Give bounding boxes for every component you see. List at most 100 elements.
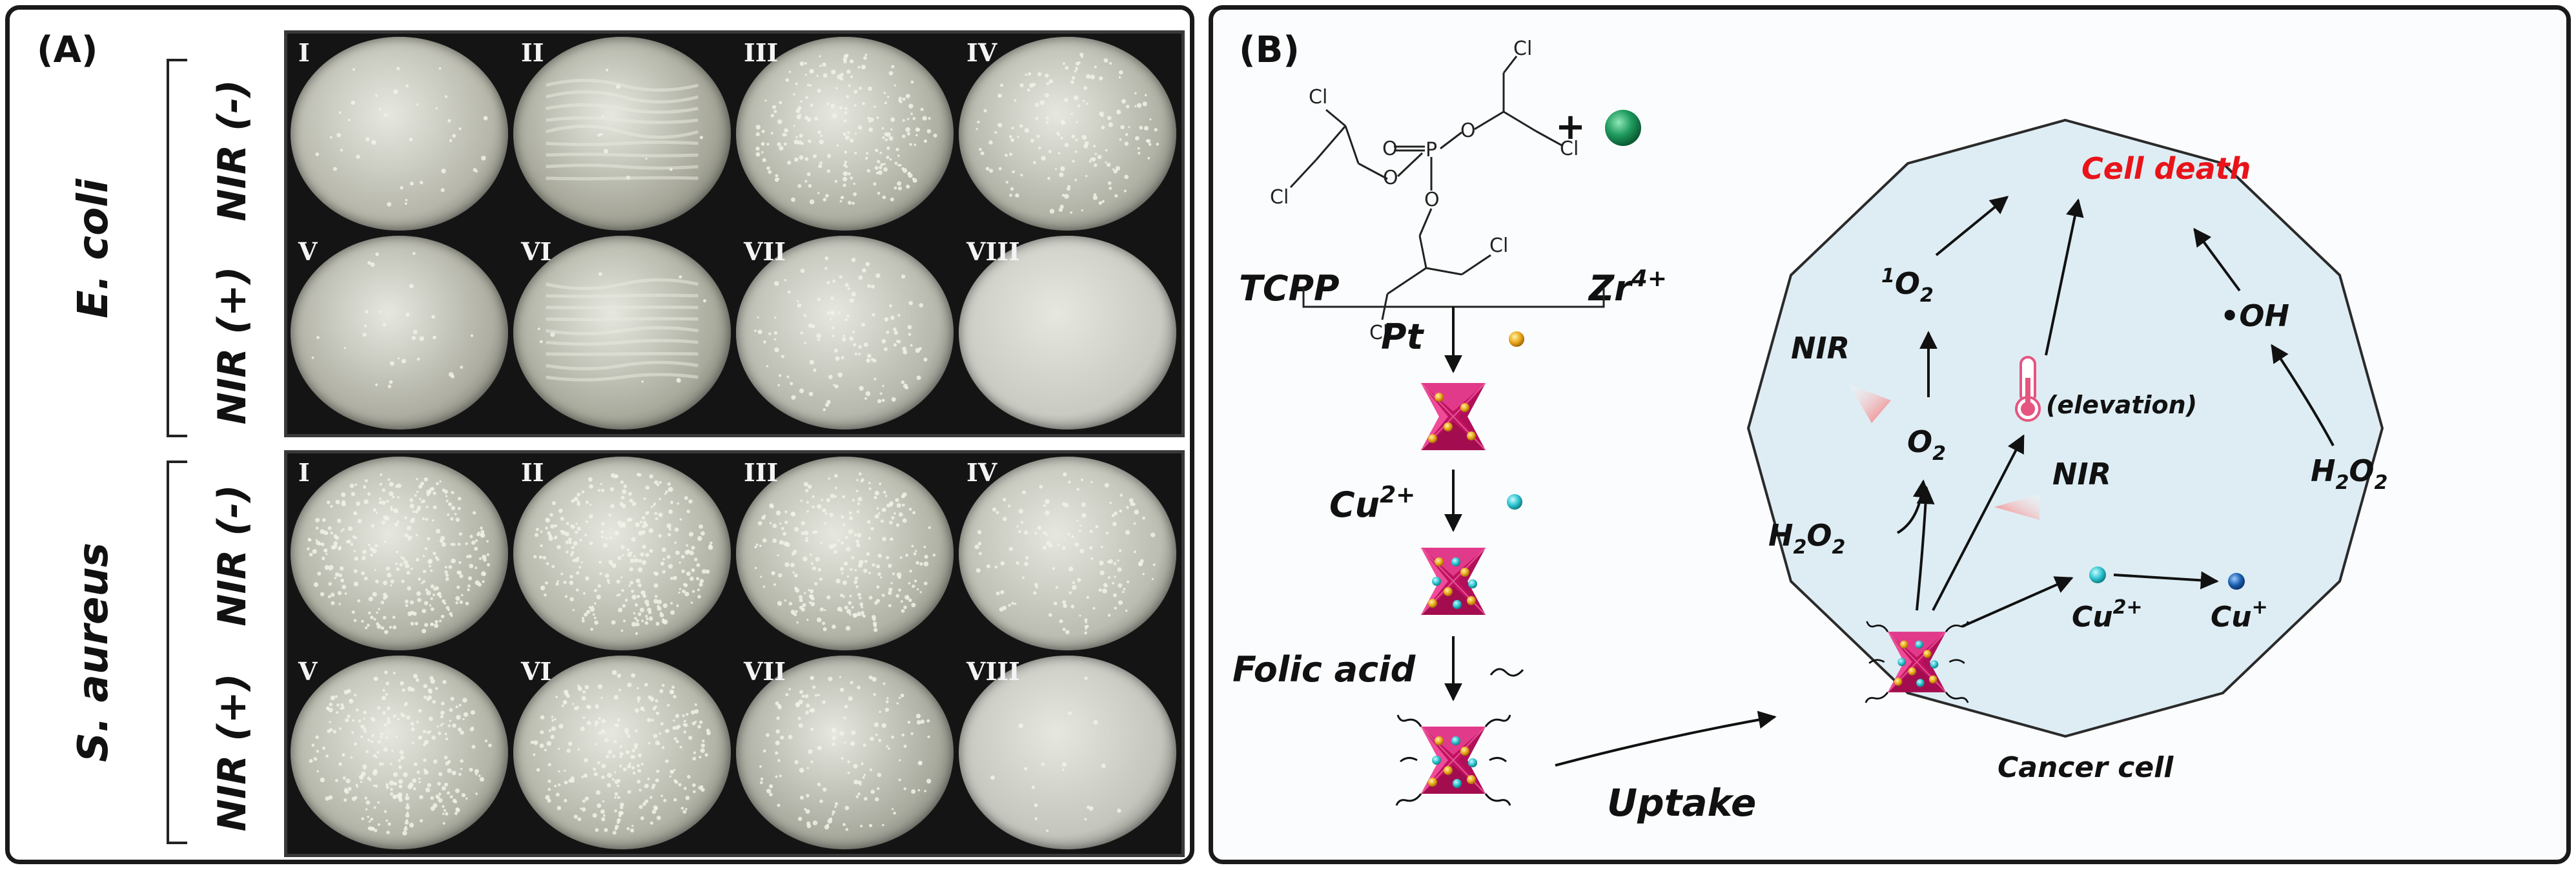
- colony-dot: [409, 822, 414, 828]
- colony-dot: [535, 528, 539, 532]
- colony-dot: [392, 794, 397, 800]
- colony-dot: [447, 768, 452, 773]
- colony-dot: [834, 384, 839, 389]
- colony-dot: [883, 490, 886, 494]
- colony-dot: [593, 588, 597, 592]
- colony-dot: [644, 683, 648, 687]
- colony-dot: [365, 626, 368, 630]
- bacterial-streak: [546, 140, 699, 147]
- colony-dot: [805, 488, 809, 493]
- colony-dot: [1119, 509, 1123, 513]
- colony-dot: [828, 676, 833, 681]
- colony-dot: [682, 810, 687, 814]
- colony-dot: [608, 581, 610, 585]
- colony-dot: [899, 100, 903, 103]
- colony-dot: [1063, 472, 1067, 477]
- colony-dot: [877, 160, 881, 163]
- colony-dot: [420, 481, 424, 486]
- panel-a-label: (A): [37, 29, 98, 71]
- colony-dot: [617, 796, 620, 799]
- colony-dot: [383, 113, 387, 117]
- colony-dot: [642, 594, 647, 598]
- colony-dot: [797, 716, 801, 720]
- colony-dot: [1016, 561, 1019, 565]
- colony-dot: [879, 165, 883, 170]
- colony-dot: [1117, 809, 1121, 813]
- colony-dot: [344, 592, 347, 595]
- colony-dot: [673, 737, 677, 741]
- colony-dot: [801, 694, 805, 698]
- colony-dot: [1094, 65, 1097, 68]
- colony-dot: [399, 563, 403, 566]
- colony-dot: [914, 143, 917, 147]
- colony-dot: [330, 592, 335, 597]
- colony-dot: [601, 817, 606, 822]
- colony-dot: [377, 740, 381, 744]
- colony-dot: [433, 552, 436, 555]
- colony-dot: [665, 729, 670, 733]
- colony-dot: [699, 136, 703, 140]
- colony-dot: [600, 530, 604, 534]
- colony-dot: [788, 601, 793, 606]
- colony-dot: [1009, 152, 1013, 156]
- colony-dot: [629, 762, 631, 765]
- colony-dot: [894, 186, 897, 190]
- colony-dot: [545, 518, 548, 521]
- colony-dot: [438, 772, 443, 776]
- colony-dot: [571, 546, 575, 550]
- colony-dot: [694, 557, 698, 561]
- colony-dot: [551, 501, 557, 506]
- colony-dot: [597, 803, 602, 808]
- colony-dot: [400, 186, 404, 190]
- colony-dot: [868, 537, 871, 540]
- colony-dot: [608, 750, 612, 754]
- colony-dot: [411, 336, 416, 340]
- colony-dot: [1011, 602, 1014, 605]
- colony-dot: [1046, 116, 1049, 120]
- colony-dot: [977, 120, 980, 124]
- colony-dot: [880, 519, 884, 523]
- colony-dot: [419, 497, 422, 501]
- colony-dot: [566, 749, 571, 753]
- colony-dot: [572, 703, 575, 705]
- colony-dot: [886, 503, 890, 508]
- colony-dot: [816, 74, 819, 78]
- plate-numeral: I: [298, 458, 310, 487]
- colony-dot: [546, 562, 549, 566]
- colony-dot: [1109, 62, 1112, 65]
- colony-dot: [794, 526, 799, 532]
- colony-dot: [354, 556, 358, 561]
- colony-dot: [1084, 631, 1087, 635]
- colony-dot: [341, 501, 346, 506]
- colony-dot: [1089, 160, 1092, 163]
- colony-dot: [834, 473, 838, 478]
- colony-dot: [870, 358, 874, 361]
- colony-dot: [689, 550, 694, 555]
- nir-label-1: NIR: [1791, 331, 1850, 366]
- petri-plate-saureus-5: [291, 656, 508, 849]
- colony-dot: [456, 585, 460, 589]
- colony-dot: [899, 556, 903, 559]
- colony-dot: [413, 787, 416, 791]
- colony-dot: [986, 564, 990, 568]
- colony-dot: [1134, 105, 1137, 107]
- colony-dot: [1090, 158, 1093, 161]
- colony-dot: [1008, 604, 1011, 607]
- colony-dot: [793, 93, 795, 96]
- colony-dot: [329, 568, 332, 571]
- colony-dot: [851, 291, 856, 296]
- colony-dot: [433, 505, 437, 510]
- colony-dot: [1074, 178, 1078, 181]
- colony-dot: [413, 329, 418, 335]
- colony-dot: [465, 555, 469, 559]
- colony-dot: [831, 69, 836, 75]
- colony-dot: [817, 338, 821, 341]
- colony-dot: [882, 823, 884, 827]
- colony-dot: [570, 776, 575, 781]
- panel-b-label: (B): [1239, 29, 1300, 71]
- colony-dot: [554, 524, 558, 528]
- colony-dot: [336, 132, 342, 138]
- colony-dot: [844, 150, 848, 154]
- colony-dot: [424, 477, 428, 482]
